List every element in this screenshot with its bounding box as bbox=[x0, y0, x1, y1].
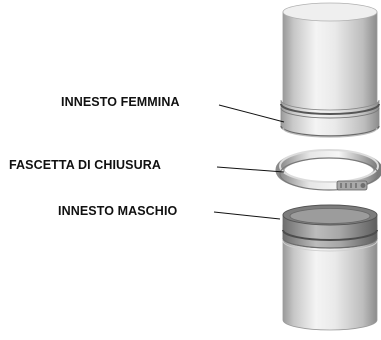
female-coupling-label: INNESTO FEMMINA bbox=[61, 95, 180, 109]
female-coupling-pipe bbox=[280, 2, 380, 138]
closing-band-ring bbox=[275, 149, 381, 191]
band-leader-line bbox=[216, 166, 285, 173]
closing-band-label: FASCETTA DI CHIUSURA bbox=[9, 158, 161, 172]
male-coupling-pipe bbox=[282, 204, 378, 331]
male-leader-line bbox=[213, 211, 281, 220]
male-coupling-label: INNESTO MASCHIO bbox=[58, 204, 178, 218]
female-leader-line bbox=[218, 104, 285, 123]
